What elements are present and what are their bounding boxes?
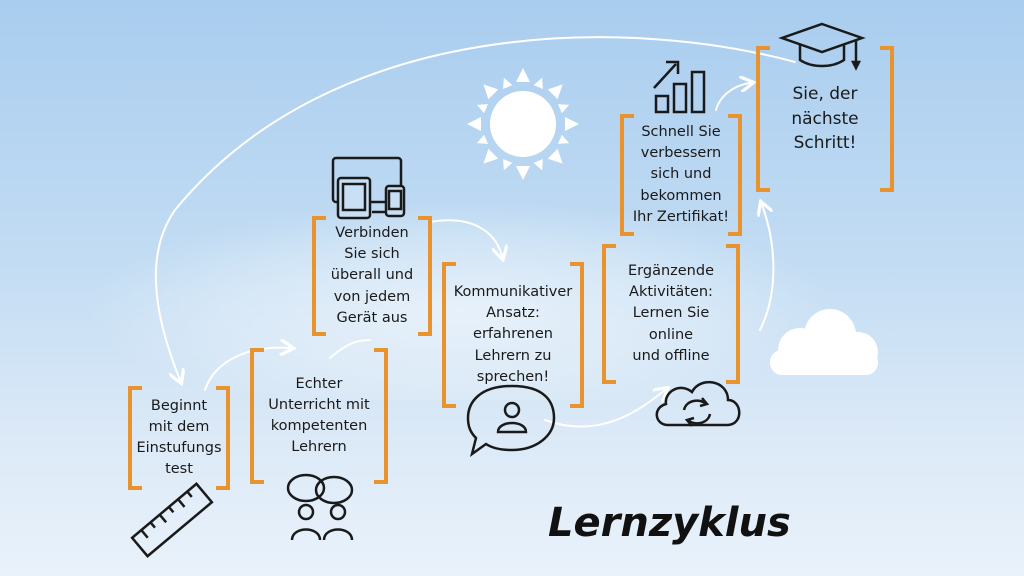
devices-icon [331,156,406,220]
arrow-6-7 [715,83,750,111]
step-5-supplementary: Ergänzende Aktivitäten: Lernen Sie onlin… [602,244,740,384]
step-5-text: Ergänzende Aktivitäten: Lernen Sie onlin… [628,263,714,364]
step-4-text: Kommunikativer Ansatz: erfahrenen Lehrer… [453,284,573,385]
arc-arrow-main [154,36,796,380]
step-4-communicative: Kommunikativer Ansatz: erfahrenen Lehrer… [442,262,584,408]
arrow-1-2 [204,348,290,391]
ruler-icon [130,482,214,558]
step-3-connect-anywhere: Verbinden Sie sich überall und von jedem… [312,216,432,336]
step-7-next-step: Sie, der nächste Schritt! [756,46,894,192]
step-1-text: Beginnt mit dem Einstufungs test [136,397,222,478]
step-2-real-lessons: Echter Unterricht mit kompetenten Lehrer… [250,348,388,484]
step-7-text: Sie, der nächste Schritt! [791,84,859,154]
step-3-text: Verbinden Sie sich überall und von jedem… [330,225,414,326]
people-talking-icon [286,473,354,541]
background-clouds [80,200,840,400]
arrow-4-5 [544,390,665,428]
graduation-cap-icon [778,22,866,71]
arrow-5-6 [760,205,775,331]
arrow-3-4 [429,219,502,256]
step-2-text: Echter Unterricht mit kompetenten Lehrer… [268,375,370,456]
page-title: Lernzyklus [548,500,791,546]
chat-person-icon [466,384,556,457]
cloud-sync-icon [655,380,741,427]
step-1-placement-test: Beginnt mit dem Einstufungs test [128,386,230,490]
arrow-2-3 [329,339,371,359]
growth-chart-icon [653,60,706,114]
step-6-text: Schnell Sie verbessern sich und bekommen… [632,124,730,225]
step-6-improve-certificate: Schnell Sie verbessern sich und bekommen… [620,114,742,236]
